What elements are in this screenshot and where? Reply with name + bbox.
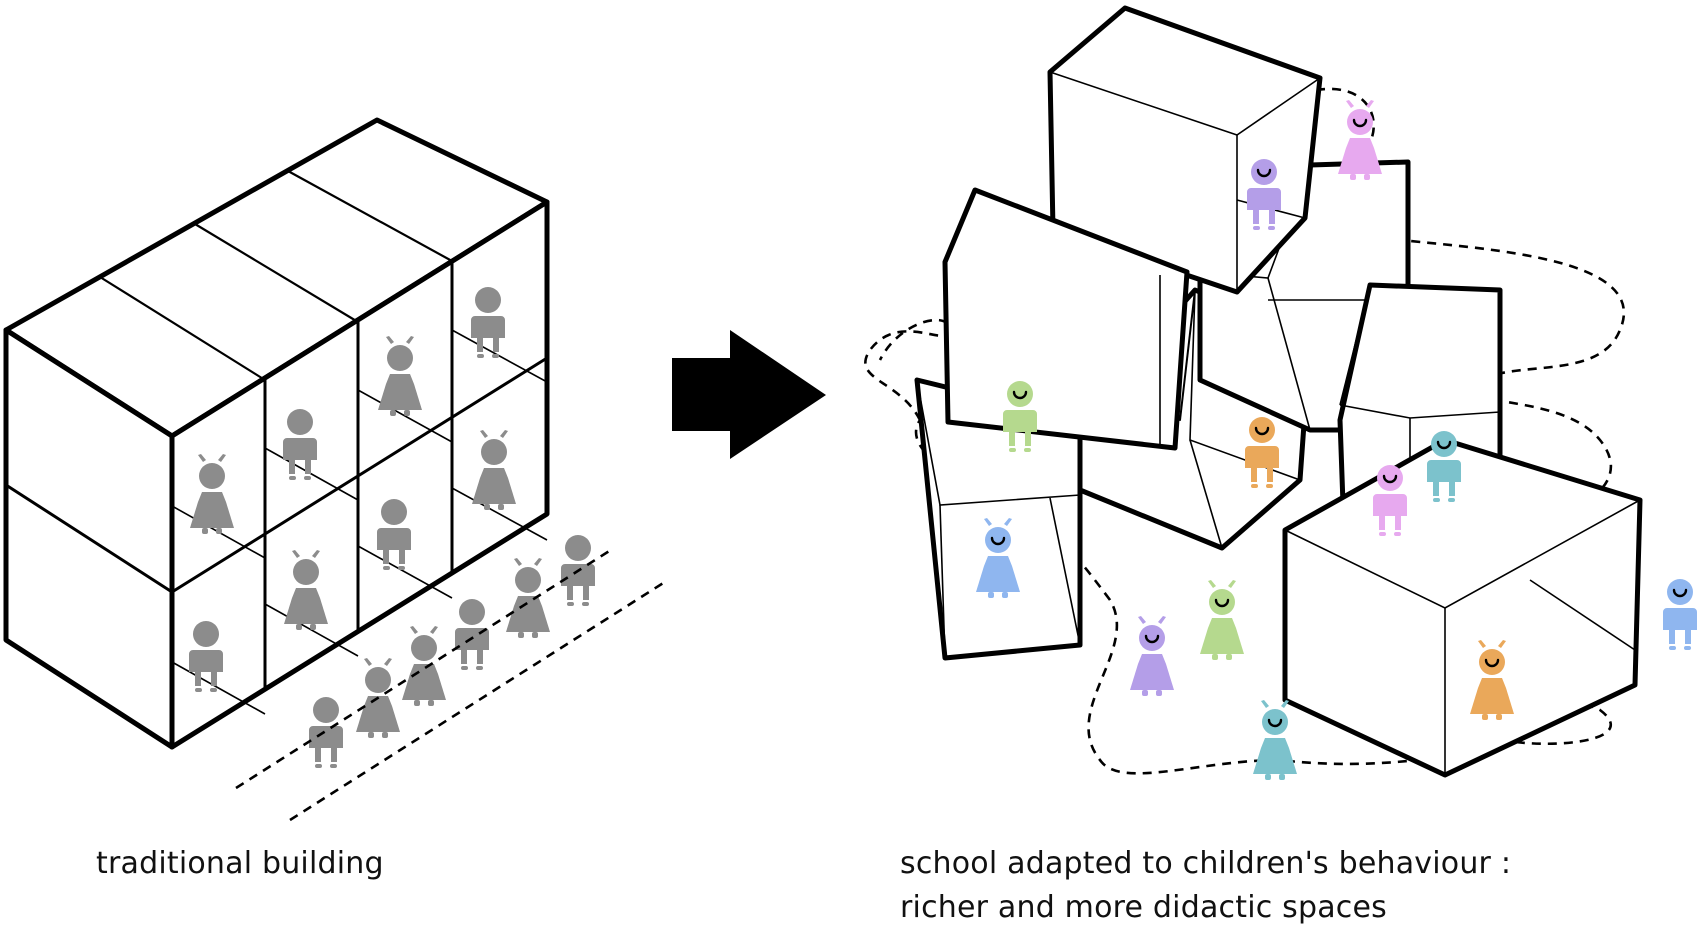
caption-adapted-school: school adapted to children's behaviour :… — [900, 842, 1511, 930]
caption-right-line2: richer and more didactic spaces — [900, 890, 1387, 925]
box-bottom-right — [1282, 437, 1643, 778]
adapted-school — [864, 5, 1697, 780]
caption-traditional-building: traditional building — [96, 842, 384, 886]
traditional-building — [3, 117, 669, 822]
arrow-right-icon — [672, 330, 826, 459]
caption-right-line1: school adapted to children's behaviour : — [900, 846, 1512, 881]
box-middle-left — [942, 187, 1190, 451]
caption-left-text: traditional building — [96, 846, 384, 881]
